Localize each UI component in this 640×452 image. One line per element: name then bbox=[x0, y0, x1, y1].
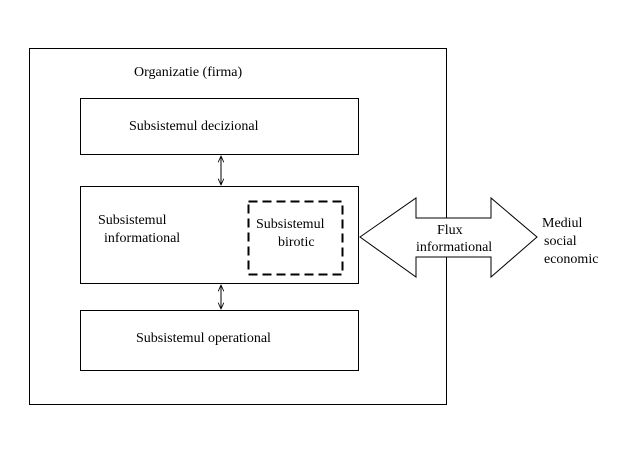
informational-flow-arrow bbox=[359, 196, 538, 279]
birotic-subsystem-label-line1: Subsistemul bbox=[256, 217, 325, 232]
decisional-subsystem-box bbox=[80, 98, 359, 155]
birotic-subsystem-label-line2: birotic bbox=[278, 235, 315, 250]
informational-subsystem-label-line1: Subsistemul bbox=[98, 213, 167, 228]
informational-subsystem-label-line2: informational bbox=[104, 231, 181, 246]
environment-label-line2: social bbox=[544, 234, 577, 249]
decisional-subsystem-label: Subsistemul decizional bbox=[129, 119, 259, 134]
birotic-subsystem-box bbox=[247, 200, 344, 276]
organization-title: Organizatie (firma) bbox=[134, 65, 243, 80]
flow-label-line2: informational bbox=[416, 240, 493, 255]
environment-label-line3: economic bbox=[544, 252, 599, 267]
operational-subsystem-box bbox=[80, 310, 359, 371]
informational-subsystem-box bbox=[80, 186, 359, 284]
flow-label-line1: Flux bbox=[437, 223, 463, 238]
environment-label-line1: Mediul bbox=[542, 216, 583, 231]
operational-subsystem-label: Subsistemul operational bbox=[136, 331, 271, 346]
